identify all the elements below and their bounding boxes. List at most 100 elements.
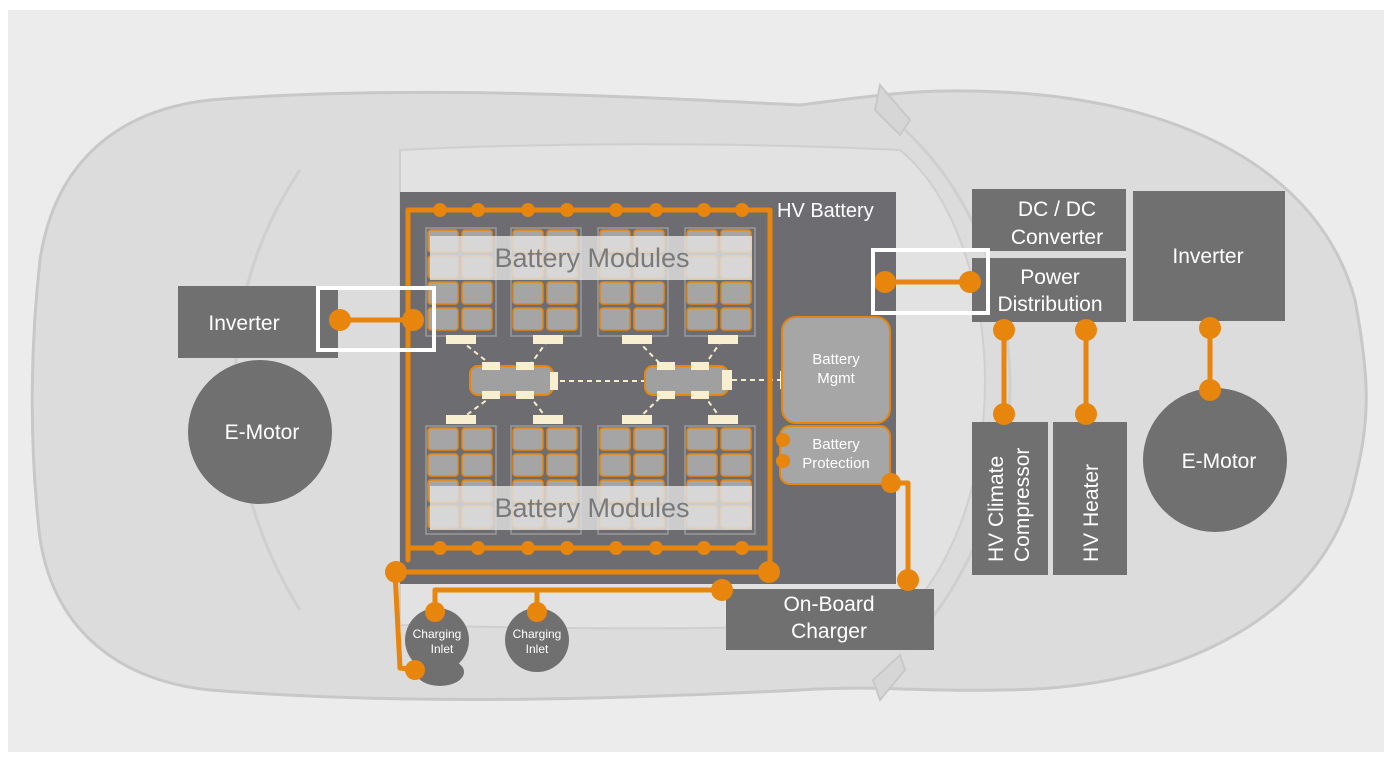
hv-node [959,271,981,293]
hv-node [758,561,780,583]
connector [550,372,558,390]
cell-supervision-circuits [469,365,729,396]
hv-node [735,541,749,555]
battery-cell [461,307,493,331]
hv-node [1199,379,1221,401]
battery-protection-line-1: Battery [812,436,860,453]
connector [722,370,732,390]
battery-cell [720,307,752,331]
charging-inlet-1-line-1: Charging [413,627,462,641]
battery-cell [512,427,544,451]
hv-nodes [433,203,749,555]
charging-inlet-1-circle [405,608,469,672]
connector [622,335,652,344]
connector [657,391,675,399]
hv-node [1199,317,1221,339]
hv-node [993,403,1015,425]
battery-cell [599,307,631,331]
hv-node [405,660,425,680]
battery-cell [599,453,631,477]
battery-cell [427,427,459,451]
battery-modules-bottom-label-bg [430,486,752,530]
battery-modules-top-label-bg [430,236,752,280]
battery-cell [599,281,631,305]
hv-node [776,433,790,447]
csc-right [644,365,729,396]
highlight-frame-left [316,286,436,352]
hv-heater-box [1053,422,1127,575]
battery-mgmt-line-1: Battery [812,351,860,368]
battery-cell [633,453,665,477]
battery-cell [512,281,544,305]
car-windshield [903,128,1012,652]
hv-node [1075,403,1097,425]
battery-cell [720,427,752,451]
connector [533,415,563,424]
hv-heater-label: HV Heater [1080,464,1103,562]
connector [446,415,476,424]
dc-dc-line-2: Converter [1011,226,1103,249]
hv-node [471,541,485,555]
hv-climate-compressor-box [972,422,1048,575]
hv-node [649,541,663,555]
hv-climate-line-2: Compressor [1011,448,1034,562]
battery-cell [633,281,665,305]
hv-node [874,271,896,293]
connector [446,335,476,344]
battery-cell [686,281,718,305]
battery-cell [720,453,752,477]
hv-node [471,203,485,217]
on-board-charger-box [726,589,934,650]
hv-node [881,473,901,493]
connector [482,362,500,370]
power-distribution-line-1: Power [1020,266,1080,289]
charging-inlet-1-line-2: Inlet [431,642,454,656]
battery-modules-bottom-label: Battery Modules [494,493,689,523]
connector [533,335,563,344]
battery-cell [686,307,718,331]
battery-cell [633,427,665,451]
power-distribution-box [972,258,1126,322]
signal-line [636,389,669,421]
inverter-right-box [1133,191,1285,321]
power-distribution-line-2: Distribution [997,293,1102,316]
battery-cell [546,281,578,305]
battery-cell [546,307,578,331]
hv-node [609,541,623,555]
charging-inlet-2-line-2: Inlet [526,642,549,656]
hv-climate-line-1: HV Climate [985,456,1008,562]
battery-cell [427,453,459,477]
hv-node [425,602,445,622]
signal-line [699,339,723,373]
battery-cell [546,453,578,477]
connector [708,415,738,424]
module-outline [597,425,669,535]
hv-node [521,203,535,217]
battery-protection-line-2: Protection [802,455,870,472]
hv-node [1075,319,1097,341]
connector [622,415,652,424]
hv-node [609,203,623,217]
charging-inlet-2-circle [505,608,569,672]
hv-node [649,203,663,217]
battery-mgmt-box [781,316,891,424]
hv-battery-label: HV Battery [777,200,874,222]
csc-left [469,365,554,396]
inverter-right-label: Inverter [1172,245,1243,268]
battery-cell [599,427,631,451]
e-motor-left-circle [188,360,332,504]
battery-cell [720,281,752,305]
connector [516,362,534,370]
battery-modules-top-label: Battery Modules [494,243,689,273]
connector [482,391,500,399]
mirror-bottom [871,653,907,702]
hv-node [560,203,574,217]
signal-line [524,339,549,373]
dc-dc-converter-box [972,189,1126,251]
battery-cell [686,427,718,451]
